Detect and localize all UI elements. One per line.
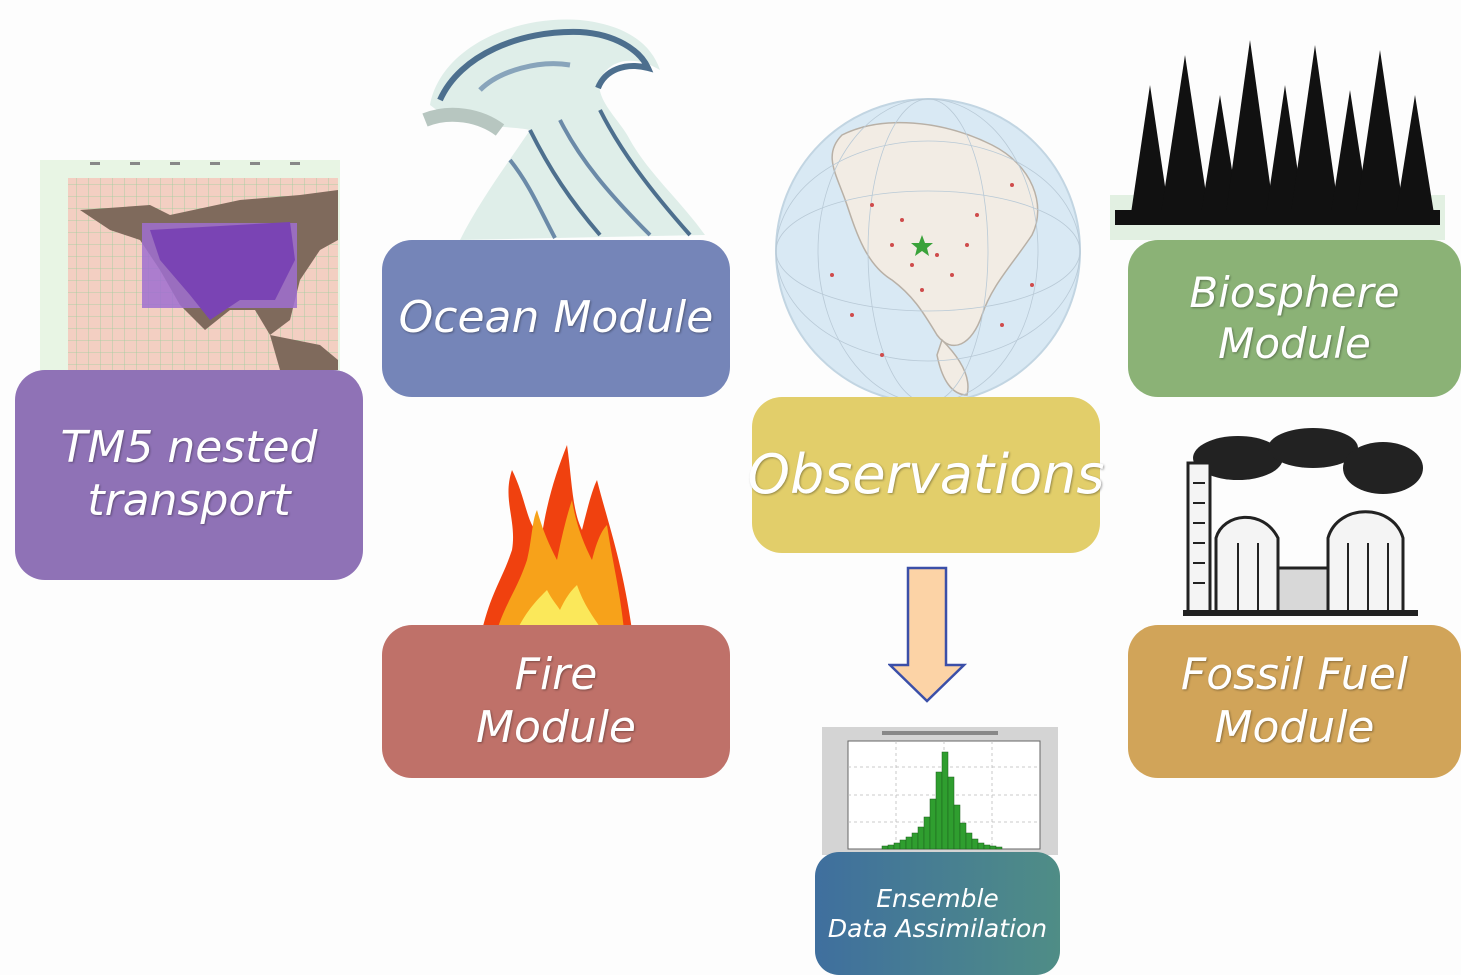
biosphere-module-box: Biosphere Module	[1128, 240, 1461, 397]
fire-module-box: Fire Module	[382, 625, 730, 778]
factory-icon	[1183, 428, 1423, 616]
fossil-fuel-label-line2: Module	[1214, 701, 1375, 753]
tm5-nested-transport-box: TM5 nested transport	[15, 370, 363, 580]
forest-icon	[1110, 40, 1445, 240]
histogram-icon	[822, 727, 1058, 855]
fossil-fuel-module-box: Fossil Fuel Module	[1128, 625, 1461, 778]
observations-box: Observations	[748, 397, 1104, 553]
ocean-module-box: Ocean Module	[382, 240, 730, 397]
ensemble-label-line1: Ensemble	[876, 883, 999, 913]
down-arrow-icon	[888, 566, 968, 703]
flame-icon	[482, 445, 632, 630]
biosphere-label-line2: Module	[1218, 318, 1371, 368]
tm5-label-line2: transport	[87, 475, 291, 526]
nested-grid-map-icon	[40, 160, 340, 375]
great-wave-icon	[422, 19, 705, 241]
ensemble-label-line2: Data Assimilation	[827, 913, 1048, 943]
observations-label: Observations	[747, 442, 1105, 506]
globe-stations-icon	[775, 98, 1081, 404]
fire-label-line1: Fire	[514, 648, 598, 700]
fire-label-line2: Module	[476, 701, 636, 753]
ensemble-data-assimilation-box: Ensemble Data Assimilation	[815, 852, 1060, 975]
tm5-label-line1: TM5 nested	[60, 422, 318, 474]
fossil-fuel-label-line1: Fossil Fuel	[1180, 648, 1409, 700]
biosphere-label-line1: Biosphere	[1189, 268, 1400, 318]
ocean-module-label: Ocean Module	[398, 292, 714, 344]
